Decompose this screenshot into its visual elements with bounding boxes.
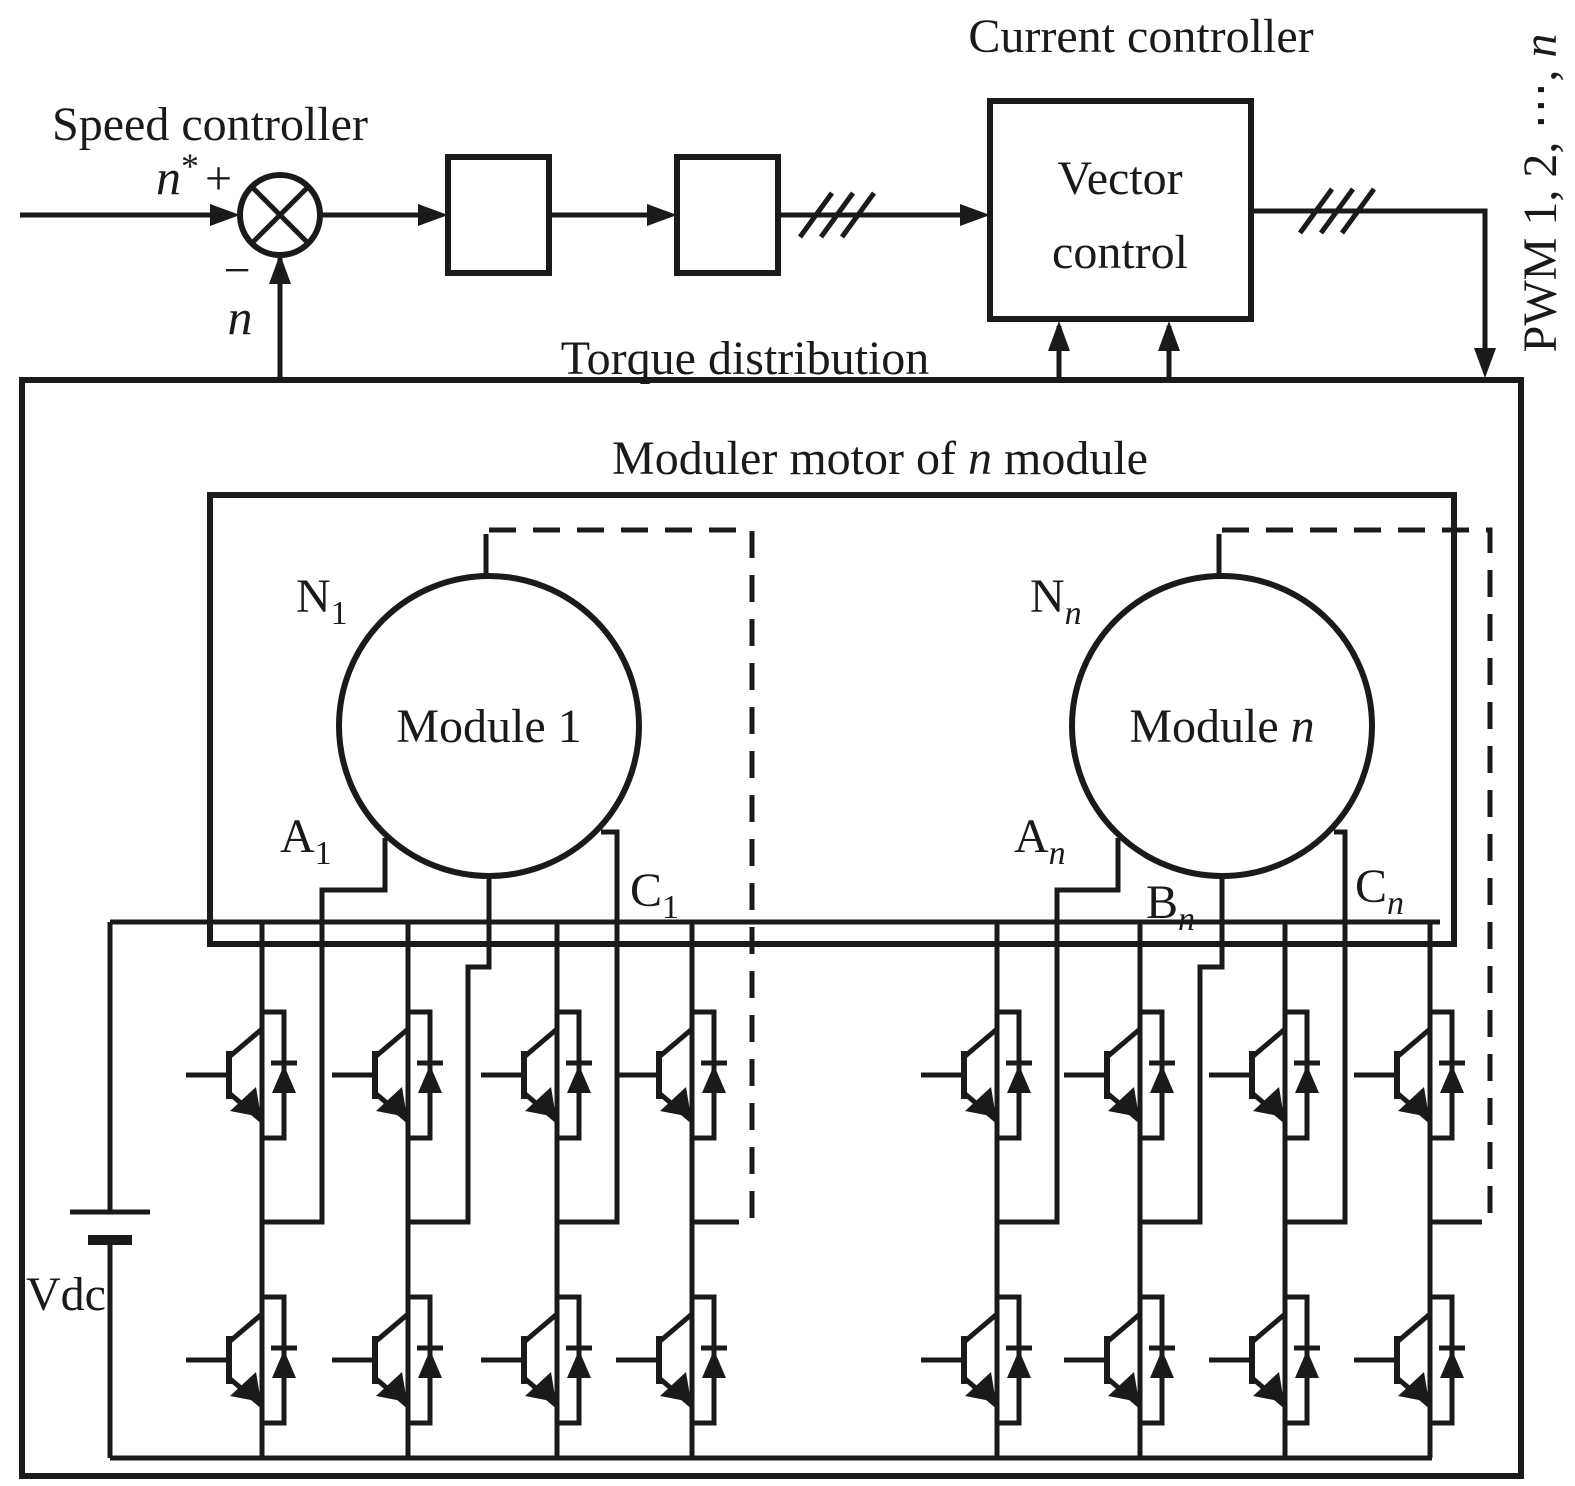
igbt-bottom-8	[1354, 1290, 1465, 1430]
terminal-label-Bn: Bn	[1146, 876, 1195, 938]
igbt-bottom-2	[332, 1290, 443, 1430]
igbt-top-7	[1209, 1005, 1320, 1145]
igbt-bottom-5	[921, 1290, 1032, 1430]
inverter-leg-3	[481, 922, 592, 1458]
arrowhead-icon	[269, 254, 291, 284]
control-section: Speed controller Current controller n*+ …	[20, 10, 1567, 385]
arrowhead-icon	[1158, 321, 1180, 351]
module-1: Module 1 N1 A1 C1	[262, 527, 755, 1225]
motor-modules-box	[207, 492, 1457, 947]
feedback-speed-label: n	[228, 289, 253, 345]
terminal-label-N1: N1	[296, 570, 348, 632]
phase-wire-A1	[262, 838, 388, 1225]
current-controller-label: Current controller	[968, 10, 1313, 63]
terminal-label-A1: A1	[280, 810, 332, 872]
arrowhead-icon	[210, 204, 240, 226]
neutral-dashed-N1	[489, 527, 755, 1225]
phase-wire-B1	[408, 876, 492, 1225]
phase-wire-An	[997, 838, 1121, 1225]
inverter-leg-5	[921, 922, 1032, 1458]
inverter-leg-7	[1209, 922, 1320, 1458]
vector-control-label-line2: control	[1052, 226, 1188, 279]
igbt-bottom-7	[1209, 1290, 1320, 1430]
igbt-bottom-6	[1064, 1290, 1175, 1430]
modular-motor-title: Moduler motor of n module	[612, 432, 1148, 485]
speed-controller-label: Speed controller	[52, 98, 368, 151]
summing-junction-icon	[237, 172, 323, 258]
arrowhead-icon	[1474, 348, 1496, 378]
module-n: Module n Nn An Bn Cn	[997, 527, 1493, 1225]
torque-distribution-block	[674, 154, 781, 276]
dc-source: Vdc	[26, 922, 150, 1458]
igbt-top-8	[1354, 1005, 1465, 1145]
arrowhead-icon	[647, 204, 677, 226]
phase-wire-Bn	[1140, 876, 1225, 1225]
torque-distribution-label: Torque distribution	[561, 332, 930, 385]
pwm-bus-label: PWM 1, 2, ⋯, n	[1514, 34, 1567, 353]
minus-sign: −	[223, 244, 250, 297]
igbt-bottom-3	[481, 1290, 592, 1430]
current-feedback-lines	[1056, 326, 1172, 378]
vdc-label: Vdc	[26, 1268, 106, 1321]
arrowhead-icon	[418, 204, 448, 226]
module-n-label: Module n	[1129, 700, 1314, 753]
igbt-top-4	[616, 1005, 727, 1145]
igbt-top-2	[332, 1005, 443, 1145]
speed-controller-block	[445, 154, 552, 276]
inverter-leg-6	[1064, 922, 1175, 1458]
drive-system-outer-box	[19, 377, 1524, 1479]
inverter-leg-2	[332, 922, 443, 1458]
terminal-label-Nn: Nn	[1030, 570, 1082, 632]
module-1-label: Module 1	[396, 700, 581, 753]
arrowhead-icon	[960, 204, 990, 226]
terminal-label-C1: C1	[630, 864, 679, 926]
pwm-output-line	[1251, 208, 1488, 352]
igbt-top-5	[921, 1005, 1032, 1145]
neutral-dashed-Nn	[1222, 527, 1493, 1225]
igbt-top-3	[481, 1005, 592, 1145]
multiwire-slash-icon	[1297, 187, 1377, 235]
phase-wire-Cn	[1285, 829, 1348, 1225]
igbt-bottom-1	[186, 1290, 297, 1430]
arrowhead-icon	[1048, 321, 1070, 351]
terminal-label-An: An	[1014, 810, 1066, 872]
terminal-label-Cn: Cn	[1355, 860, 1404, 922]
inverter-leg-4	[616, 922, 727, 1458]
phase-wire-C1	[557, 829, 620, 1225]
inverter-leg-8	[1354, 922, 1465, 1458]
inverter-leg-1	[186, 922, 297, 1458]
speed-ref-label: n*+	[156, 146, 232, 205]
battery-icon	[70, 1209, 150, 1245]
multiwire-slash-icon	[797, 191, 877, 239]
vector-control-label-line1: Vector	[1057, 152, 1182, 205]
igbt-top-1	[186, 1005, 297, 1145]
igbt-bottom-4	[616, 1290, 727, 1430]
vector-control-block	[987, 98, 1254, 322]
igbt-top-6	[1064, 1005, 1175, 1145]
